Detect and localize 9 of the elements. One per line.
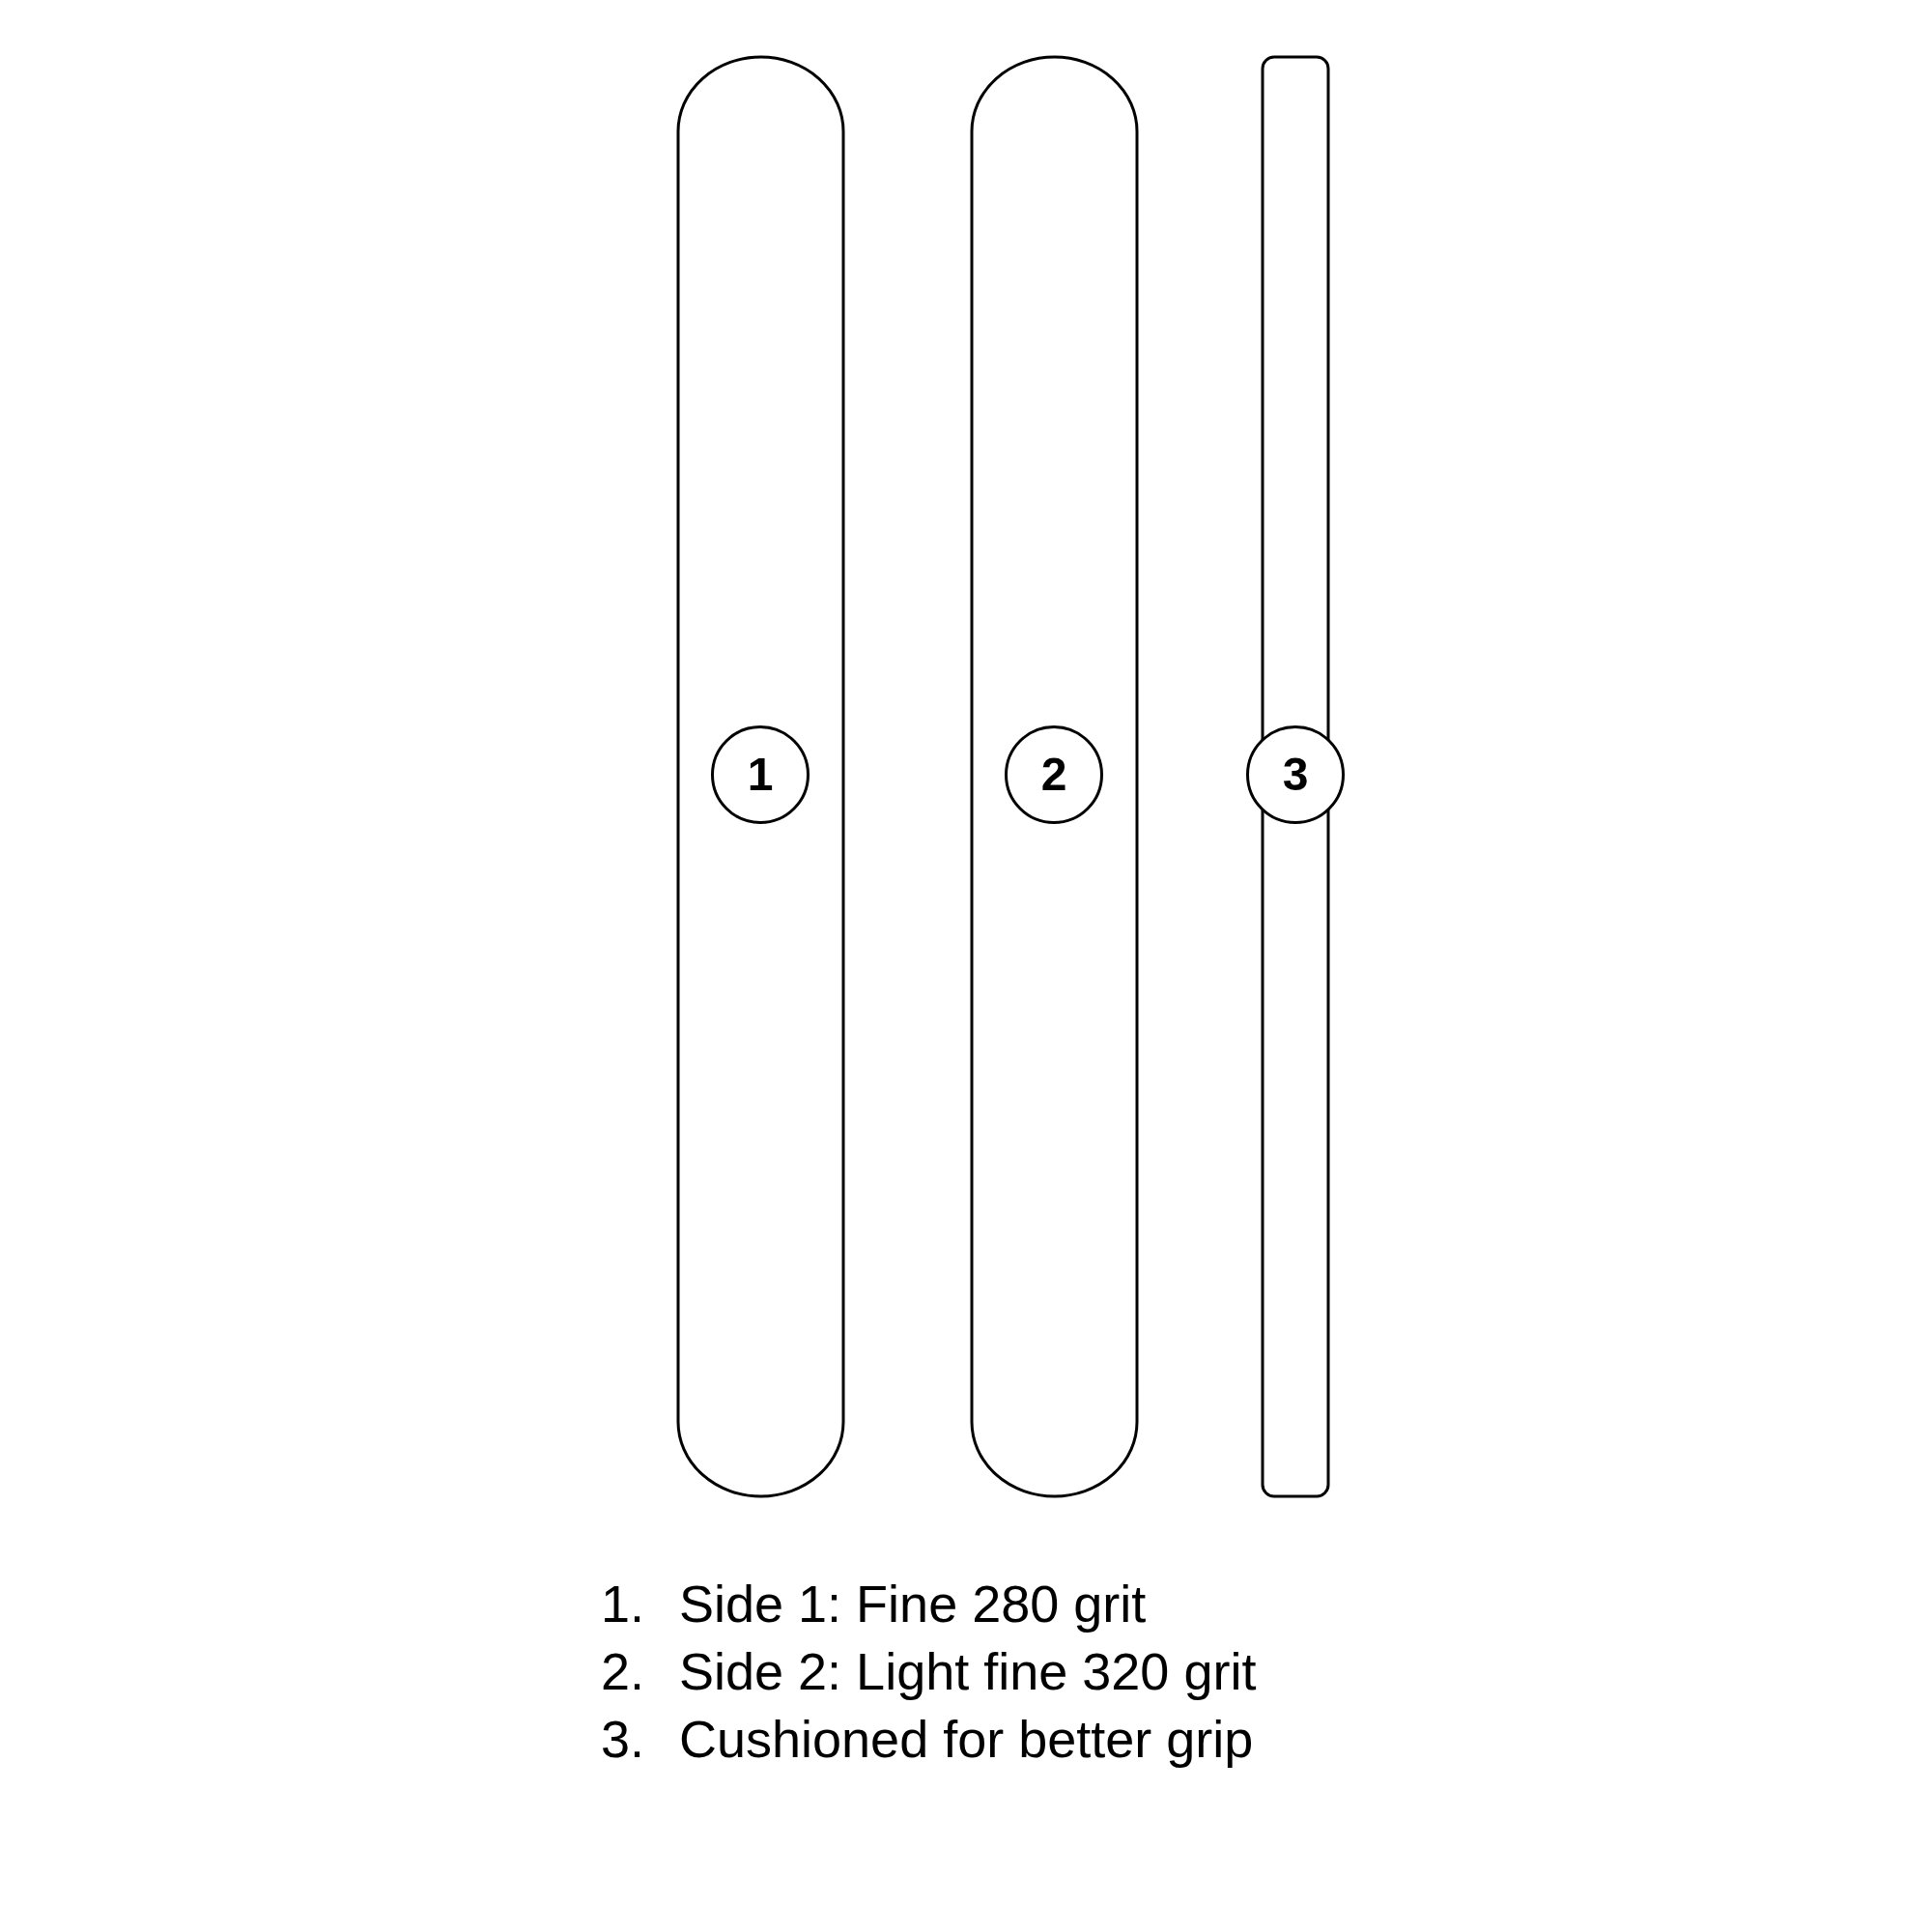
callout-number: 3 [1246, 725, 1345, 824]
list-item-text: Side 2: Light fine 320 grit [679, 1641, 1257, 1702]
list-item-text: Side 1: Fine 280 grit [679, 1574, 1147, 1634]
list-item-text: Cushioned for better grip [679, 1709, 1254, 1770]
list-number: 1. [601, 1574, 645, 1634]
list-number: 2. [601, 1641, 645, 1702]
callout-number: 2 [1005, 725, 1103, 824]
callout-number: 1 [711, 725, 810, 824]
list-number: 3. [601, 1709, 645, 1770]
